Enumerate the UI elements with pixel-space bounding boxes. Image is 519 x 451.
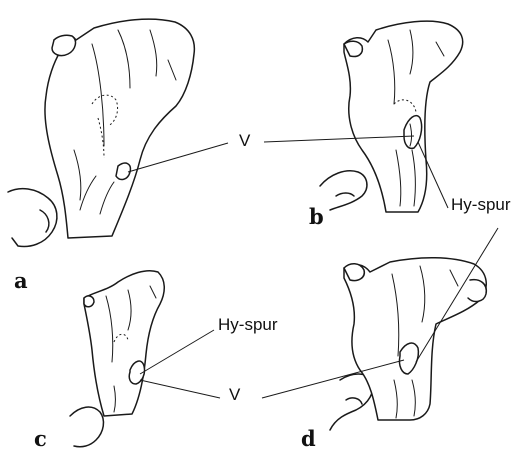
specimen-c-drawing [70,271,164,447]
specimen-b-drawing [320,21,463,212]
label-v-lower: V [229,386,240,403]
panel-label-c: c [34,428,47,449]
label-hy-spur-left: Hy-spur [218,316,278,333]
label-hy-spur-right: Hy-spur [451,196,511,213]
panel-label-a: a [14,270,28,291]
specimen-a-drawing [8,19,194,246]
label-v-upper: V [239,132,250,149]
leader-v-to-c [140,380,220,398]
specimen-d-drawing [330,258,486,430]
panel-label-d: d [301,428,316,449]
panel-label-b: b [309,206,324,227]
leader-hy-to-c [140,330,214,374]
